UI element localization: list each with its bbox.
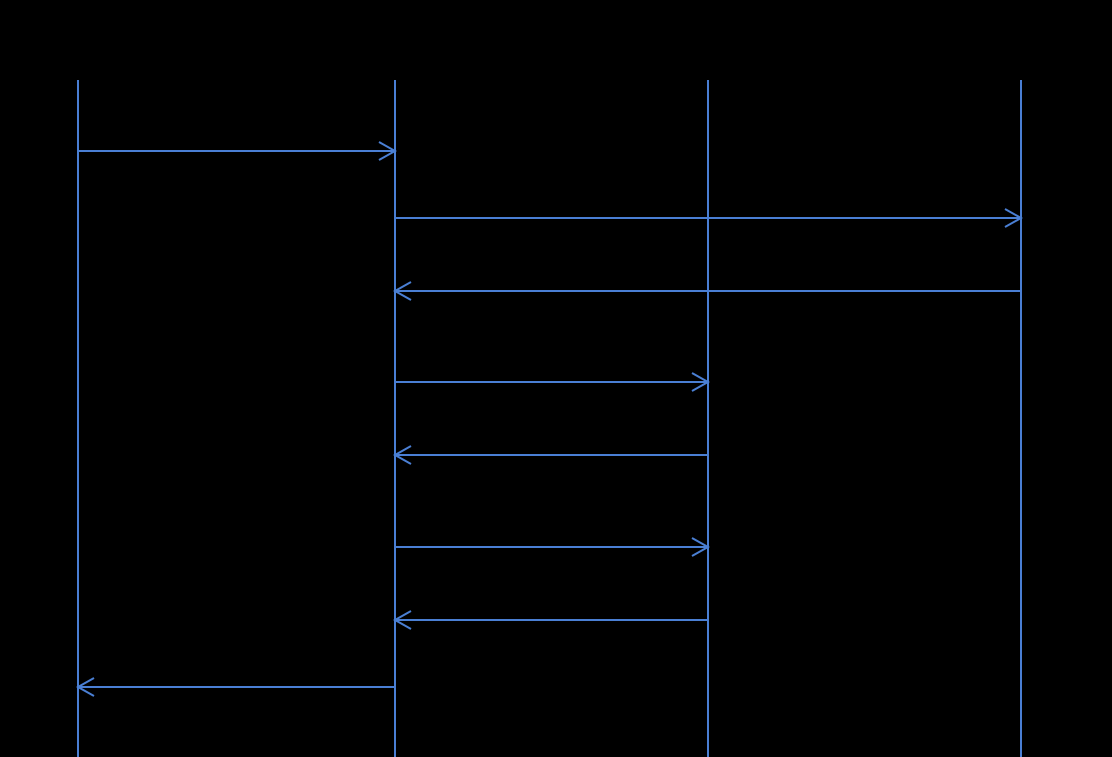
message-1[interactable] — [78, 141, 398, 161]
message-6[interactable] — [395, 537, 711, 557]
message-2[interactable] — [395, 208, 1024, 228]
message-5[interactable] — [392, 445, 708, 465]
message-3[interactable] — [392, 281, 1021, 301]
message-arrowhead-6 — [691, 537, 711, 557]
messages-layer — [75, 141, 1024, 697]
message-arrowhead-8 — [75, 677, 95, 697]
message-arrowhead-1 — [378, 141, 398, 161]
message-arrowhead-3 — [392, 281, 412, 301]
message-arrowhead-5 — [392, 445, 412, 465]
message-arrowhead-4 — [691, 372, 711, 392]
message-8[interactable] — [75, 677, 395, 697]
message-arrowhead-7 — [392, 610, 412, 630]
lifelines-layer — [77, 80, 1022, 757]
message-arrowhead-2 — [1004, 208, 1024, 228]
message-7[interactable] — [392, 610, 708, 630]
message-4[interactable] — [395, 372, 711, 392]
